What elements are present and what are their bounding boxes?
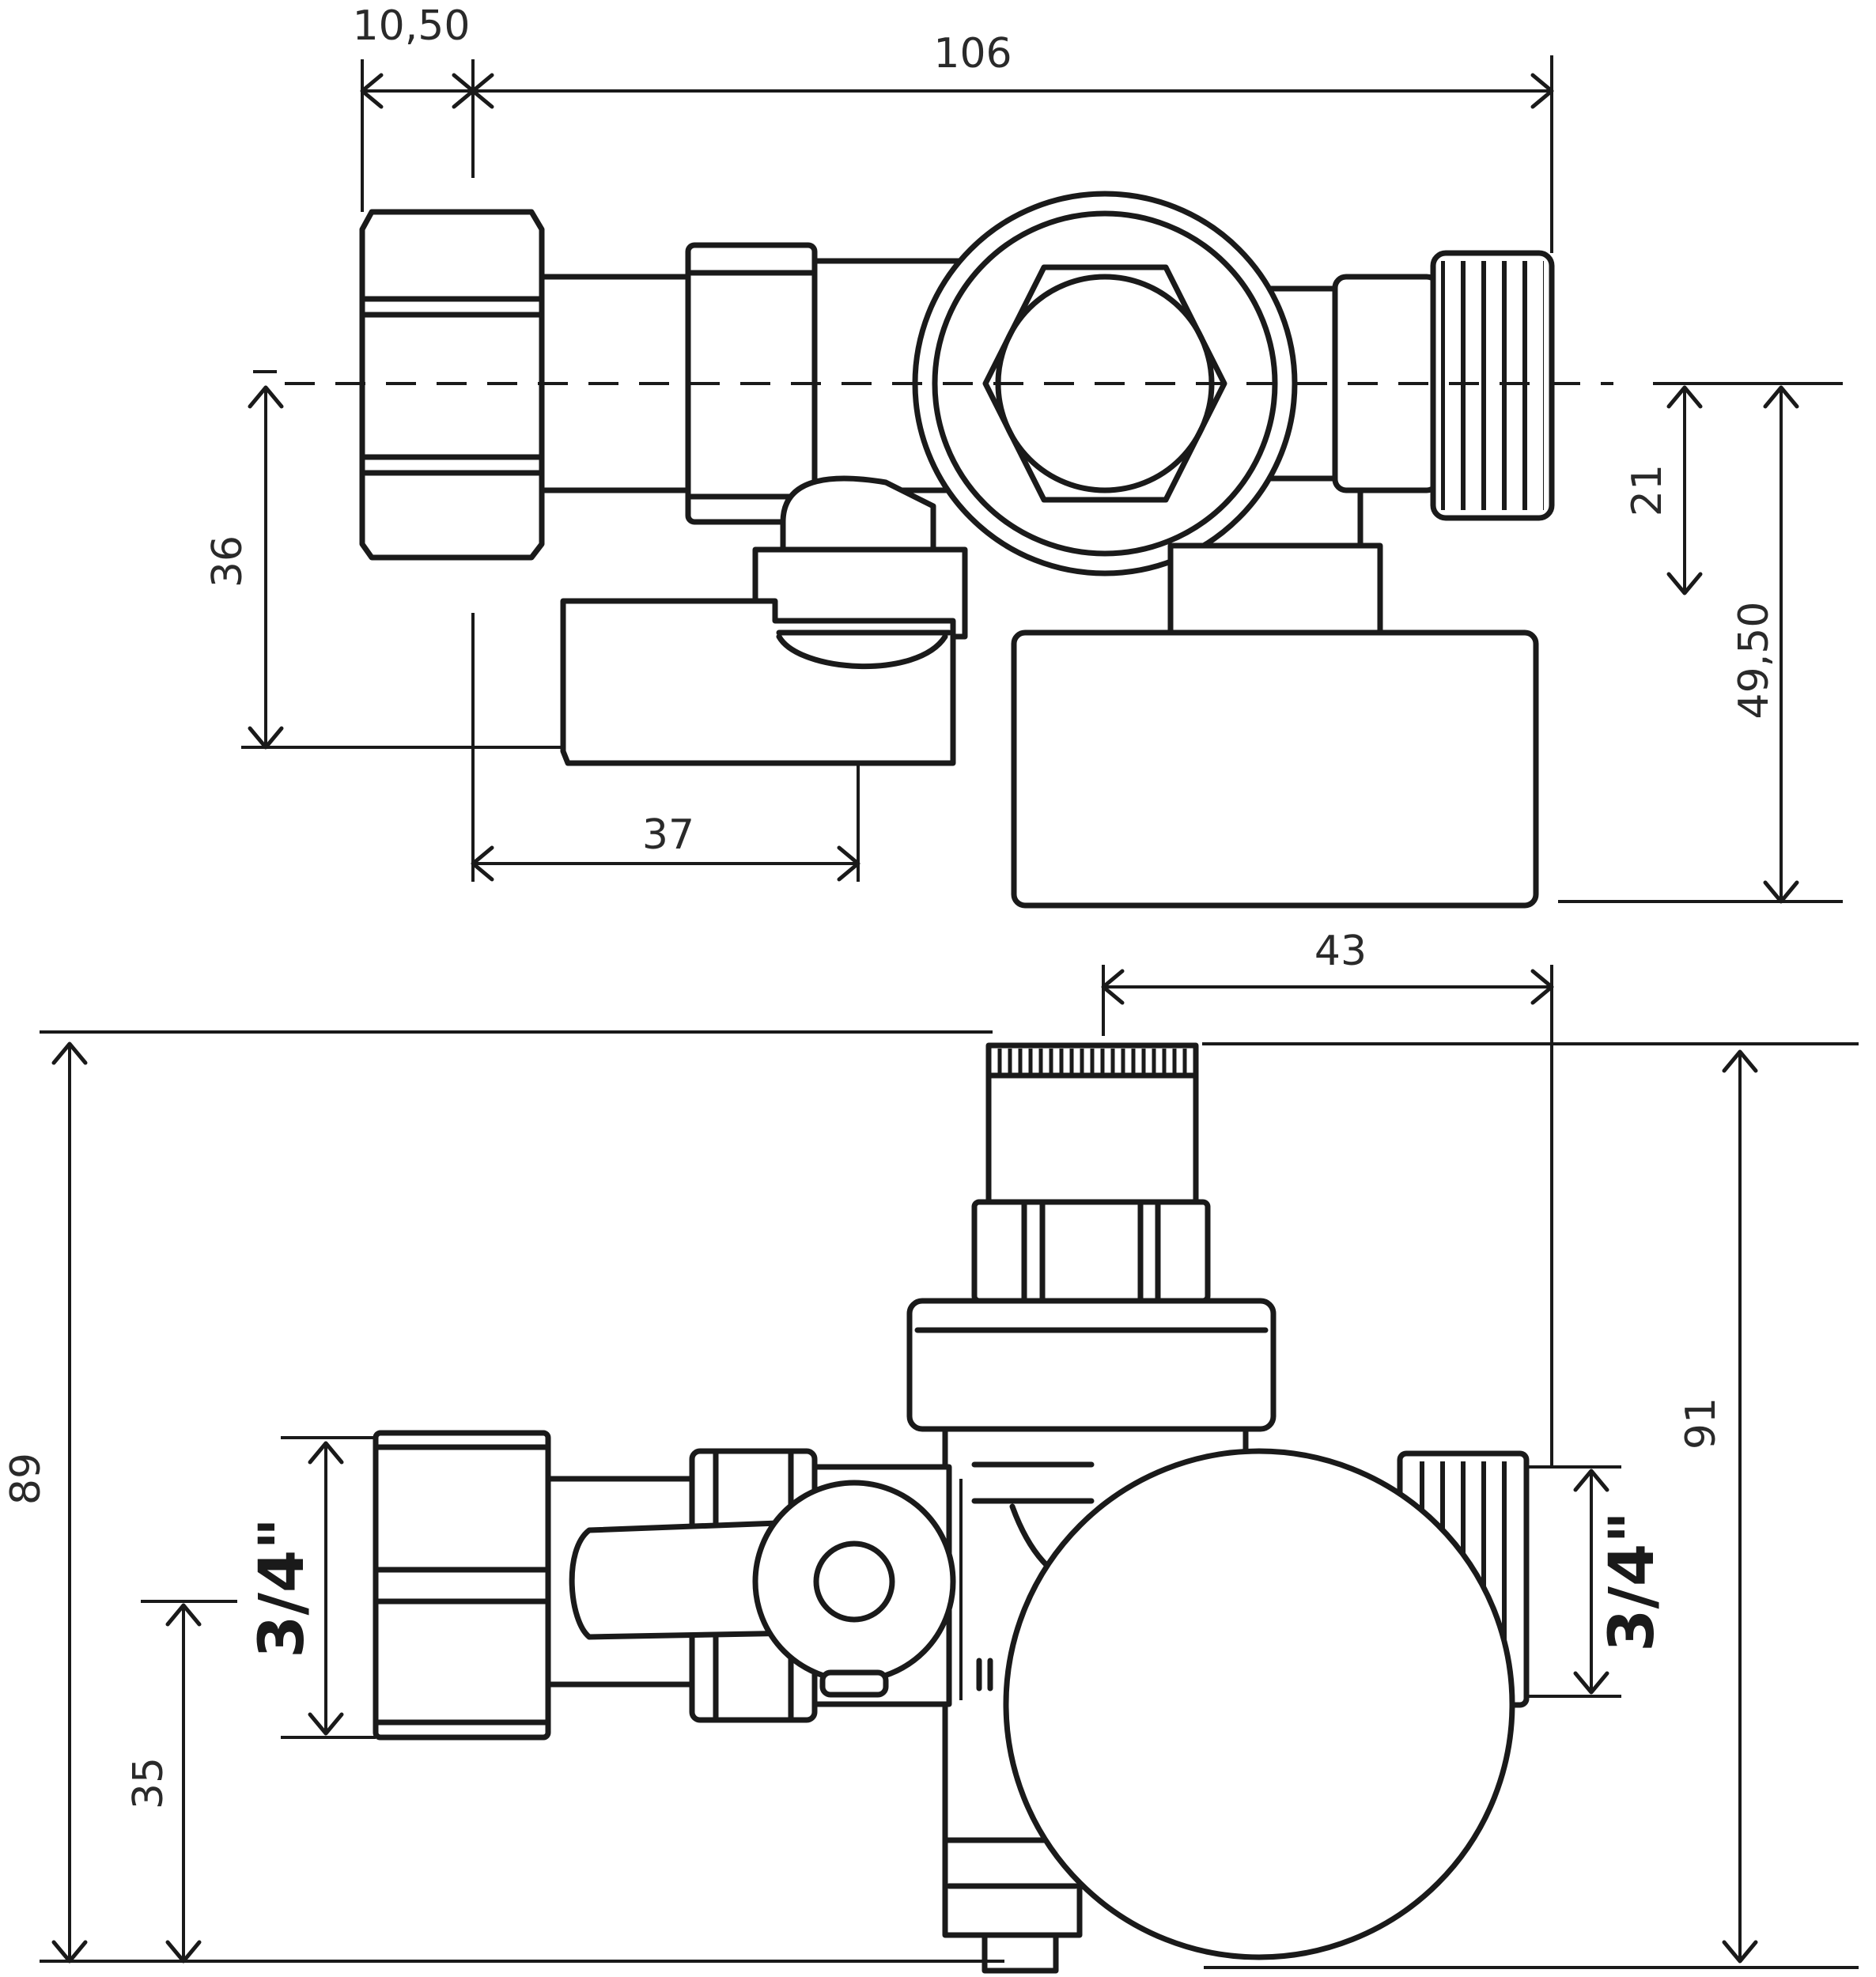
top-view: 10,50 106 36 37 21 49,50 xyxy=(204,2,1843,909)
thread-outlet-size: 3/4" xyxy=(1597,1511,1668,1652)
dim-bottom-overall-height-right: 91 xyxy=(1677,1397,1725,1450)
top-handle-lever xyxy=(560,598,956,766)
front-cap-neck xyxy=(985,1072,1199,1205)
dim-top-body-to-thread: 21 xyxy=(1624,464,1671,516)
dim-top-nut-width: 10,50 xyxy=(353,2,471,50)
dim-bottom-cap-to-thread: 43 xyxy=(1314,928,1367,975)
front-lever-hub xyxy=(752,1480,956,1684)
thread-inlet-size: 3/4" xyxy=(247,1518,318,1658)
dim-bottom-overall-height-left: 89 xyxy=(2,1453,50,1505)
dim-top-handle-offset: 36 xyxy=(204,535,252,588)
dim-top-handle-length: 37 xyxy=(642,811,694,859)
front-inlet-nut xyxy=(373,1430,551,1741)
front-lever-handle xyxy=(569,1519,802,1640)
dim-bottom-inlet-height: 35 xyxy=(125,1757,172,1809)
front-actuator-disc xyxy=(1003,1448,1515,1960)
front-upper-hex xyxy=(971,1199,1211,1304)
dim-top-overall-length: 106 xyxy=(933,30,1012,77)
top-actuator-box xyxy=(1011,629,1539,909)
dim-top-body-depth: 49,50 xyxy=(1730,602,1778,720)
front-view: 43 89 91 35 3/4" 3/4" xyxy=(2,928,1859,1974)
front-bonnet xyxy=(906,1298,1277,1432)
top-handle-stem xyxy=(780,475,936,557)
